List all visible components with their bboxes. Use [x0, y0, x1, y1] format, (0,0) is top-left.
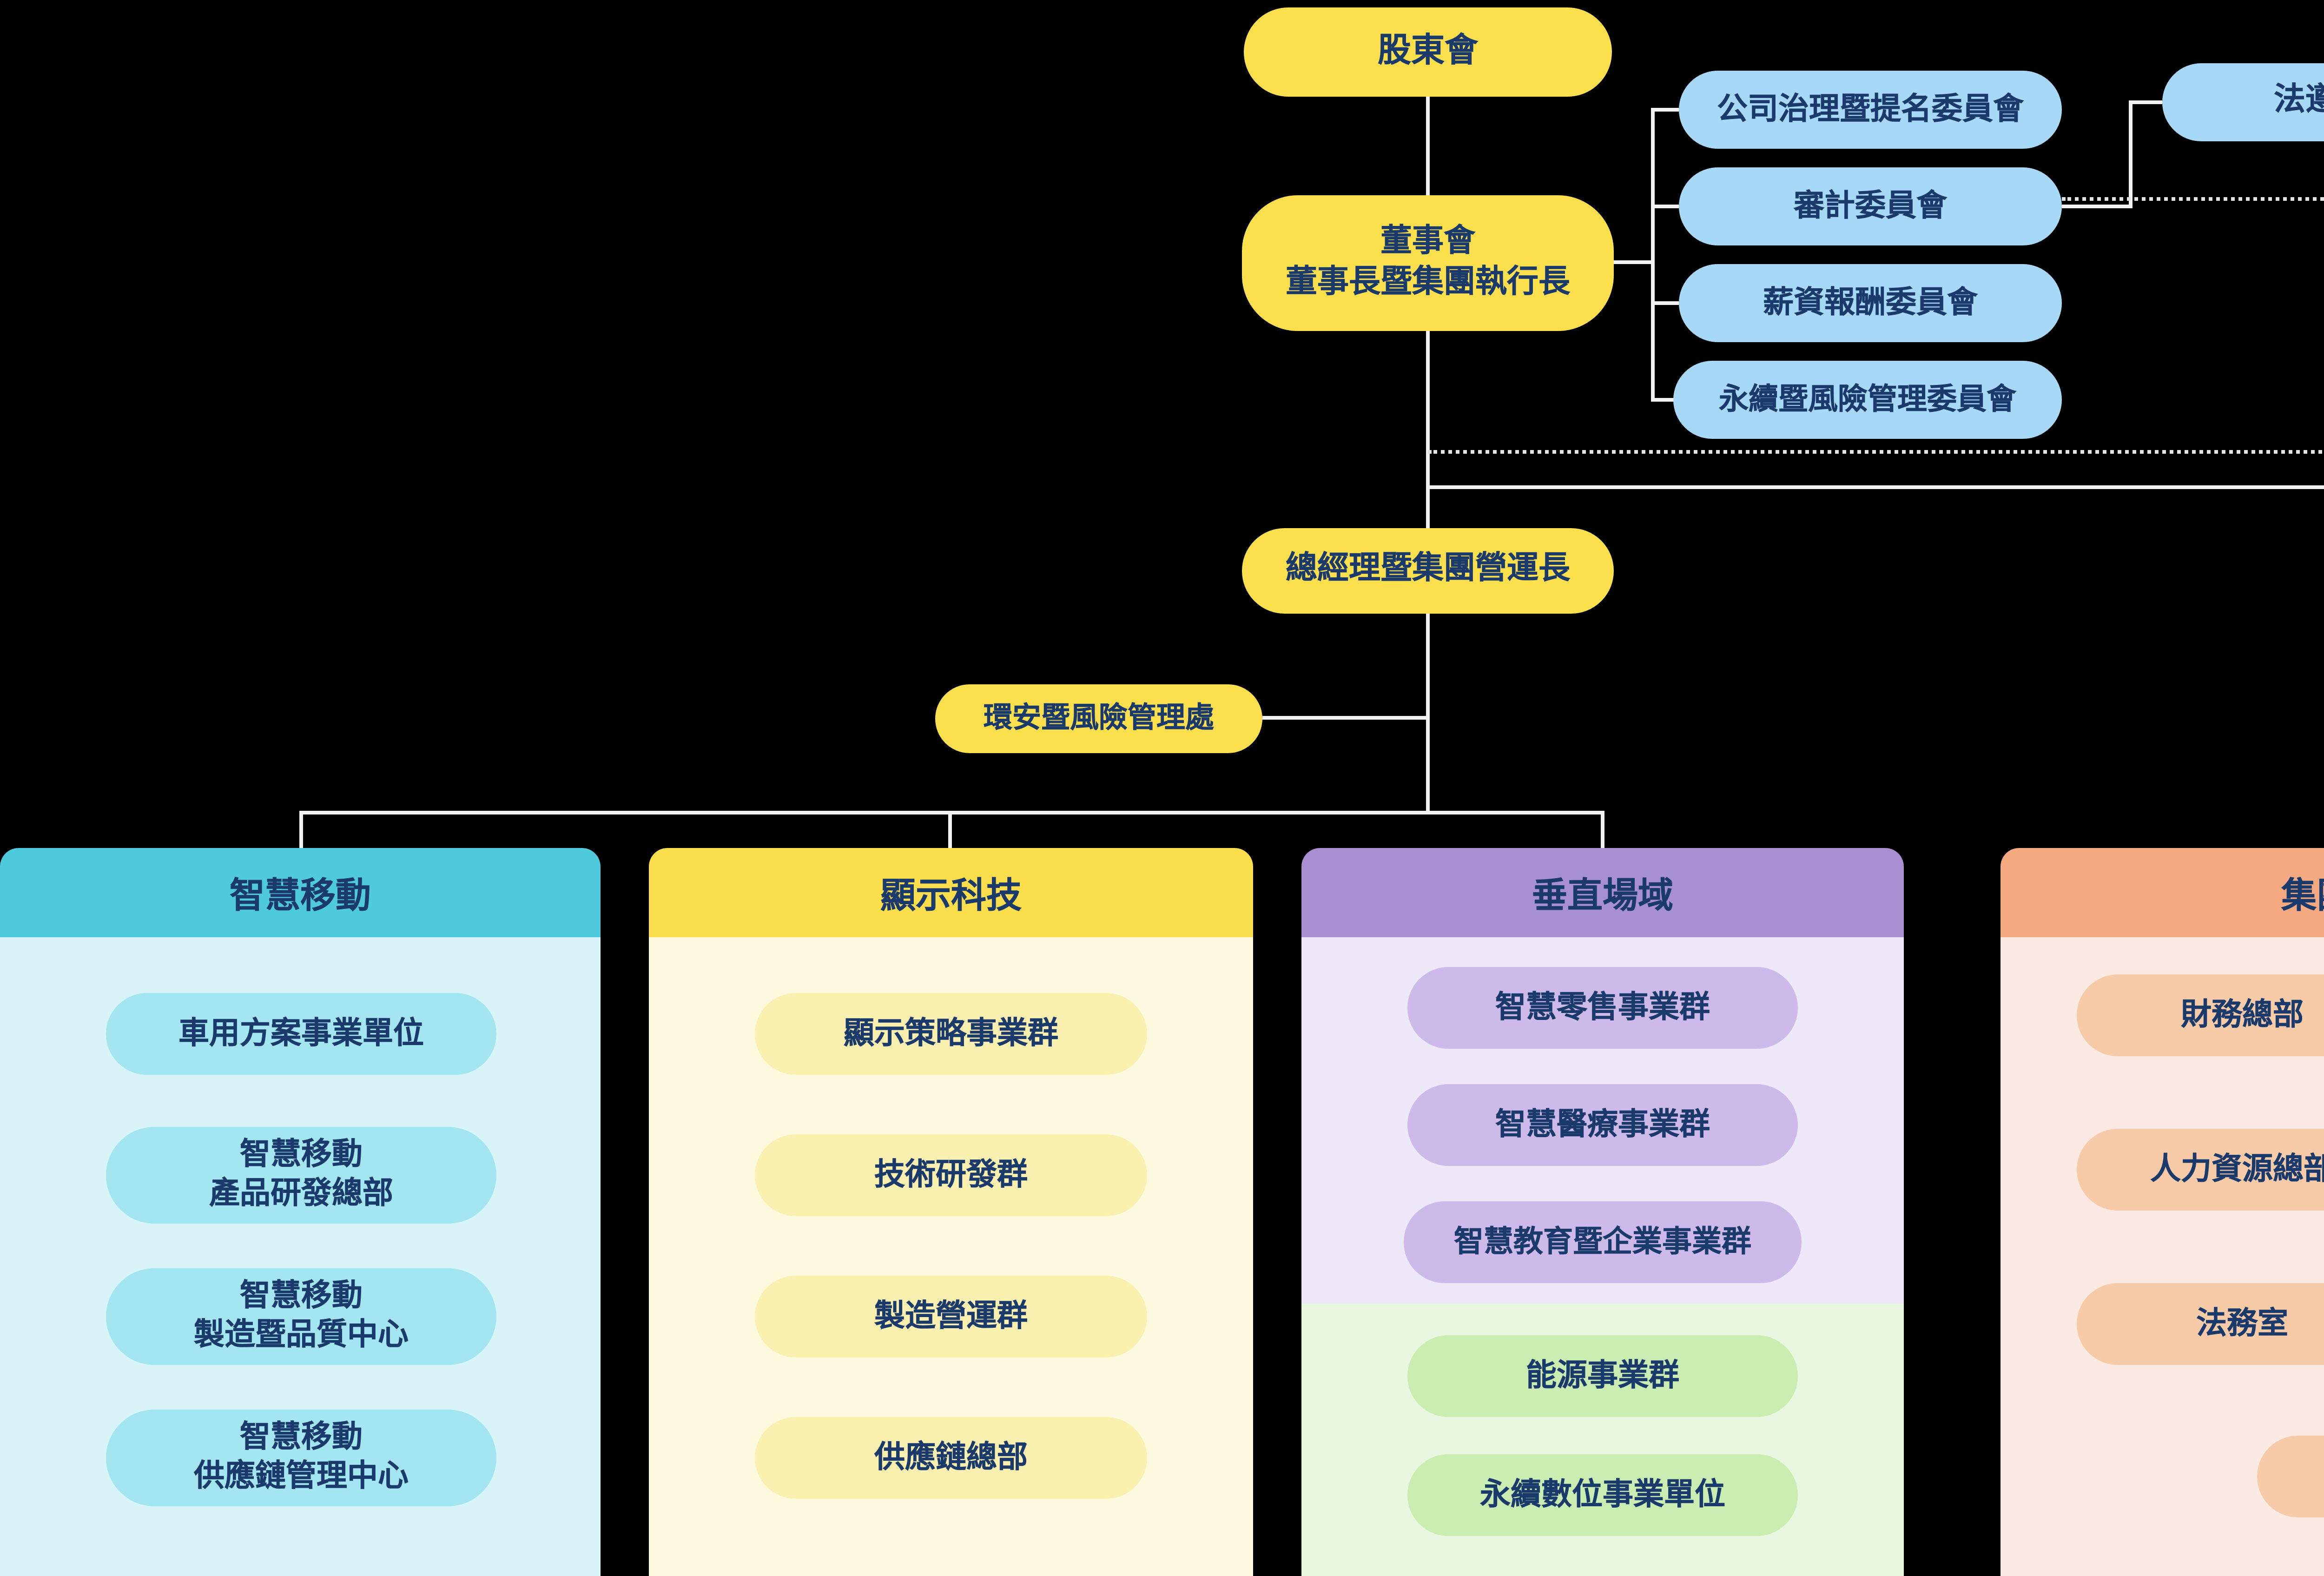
node-energy-bg: 能源事業群: [1407, 1335, 1798, 1417]
node-smart-retail-bg: 智慧零售事業群: [1407, 967, 1798, 1049]
node-legal-office: 法務室: [2077, 1283, 2324, 1365]
connector-line: [1426, 97, 1430, 195]
node-sustainable-digital-bu: 永續數位事業單位: [1407, 1454, 1798, 1536]
node-mobility-product-rd-hq: 智慧移動 產品研發總部: [106, 1127, 496, 1224]
connector-line: [1651, 301, 1679, 305]
connector-line: [2062, 205, 2133, 208]
node-committee-governance-nomination: 公司治理暨提名委員會: [1679, 71, 2062, 149]
node-committee-sustainability-risk: 永續暨風險管理委員會: [1673, 361, 2062, 439]
node-mobility-mfg-quality-center: 智慧移動 製造暨品質中心: [106, 1268, 496, 1365]
node-ehs-risk-office: 環安暨風險管理處: [935, 684, 1262, 753]
connector-line: [1601, 811, 1604, 848]
connector-line: [2129, 100, 2133, 208]
connector-line: [299, 811, 1604, 814]
connector-line: [1426, 485, 2324, 489]
connector-line: [948, 811, 952, 848]
connector-dotted: [1428, 450, 2324, 454]
node-committee-compensation: 薪資報酬委員會: [1679, 264, 2062, 342]
connector-line: [1651, 205, 1679, 208]
connector-line: [1651, 398, 1679, 402]
node-committee-audit: 審計委員會: [1679, 167, 2062, 245]
node-finance-hq: 財務總部: [2077, 974, 2324, 1056]
node-display-strategy-bg: 顯示策略事業群: [755, 993, 1147, 1075]
connector-dotted: [2062, 197, 2324, 201]
node-smart-medical-bg: 智慧醫療事業群: [1407, 1084, 1798, 1166]
node-automotive-solutions-bu: 車用方案事業單位: [106, 993, 496, 1075]
group-support-header: 集團營運支援單位: [2000, 848, 2324, 937]
connector-line: [1614, 260, 1655, 264]
smart-mobility-header: 智慧移動: [0, 848, 601, 937]
node-supply-chain-hq: 供應鏈總部: [755, 1417, 1147, 1499]
node-board-of-directors: 董事會 董事長暨集團執行長: [1242, 195, 1614, 331]
vertical-domains-header: 垂直場域: [1301, 848, 1904, 937]
connector-line: [1262, 716, 1428, 720]
node-president-coo: 總經理暨集團營運長: [1242, 528, 1614, 614]
node-technology-rd-group: 技術研發群: [755, 1134, 1147, 1216]
node-manufacturing-operations-group: 製造營運群: [755, 1276, 1147, 1357]
connector-line: [1651, 108, 1655, 402]
connector-line: [1651, 108, 1679, 112]
node-smart-education-enterprise-bg: 智慧教育暨企業事業群: [1404, 1201, 1802, 1283]
connector-line: [1426, 614, 1430, 813]
display-tech-header: 顯示科技: [649, 848, 1253, 937]
connector-line: [1426, 331, 1430, 528]
node-mobility-supply-chain-center: 智慧移動 供應鏈管理中心: [106, 1410, 496, 1506]
node-human-resources-hq: 人力資源總部: [2077, 1129, 2324, 1211]
node-audit-management-office: 稽核管理處: [2257, 1436, 2324, 1517]
connector-line: [299, 811, 303, 848]
node-shareholders-meeting: 股東會: [1244, 7, 1612, 97]
connector-line: [2129, 100, 2162, 104]
node-chief-compliance-advisor: 法遵總顧問: [2162, 63, 2324, 141]
